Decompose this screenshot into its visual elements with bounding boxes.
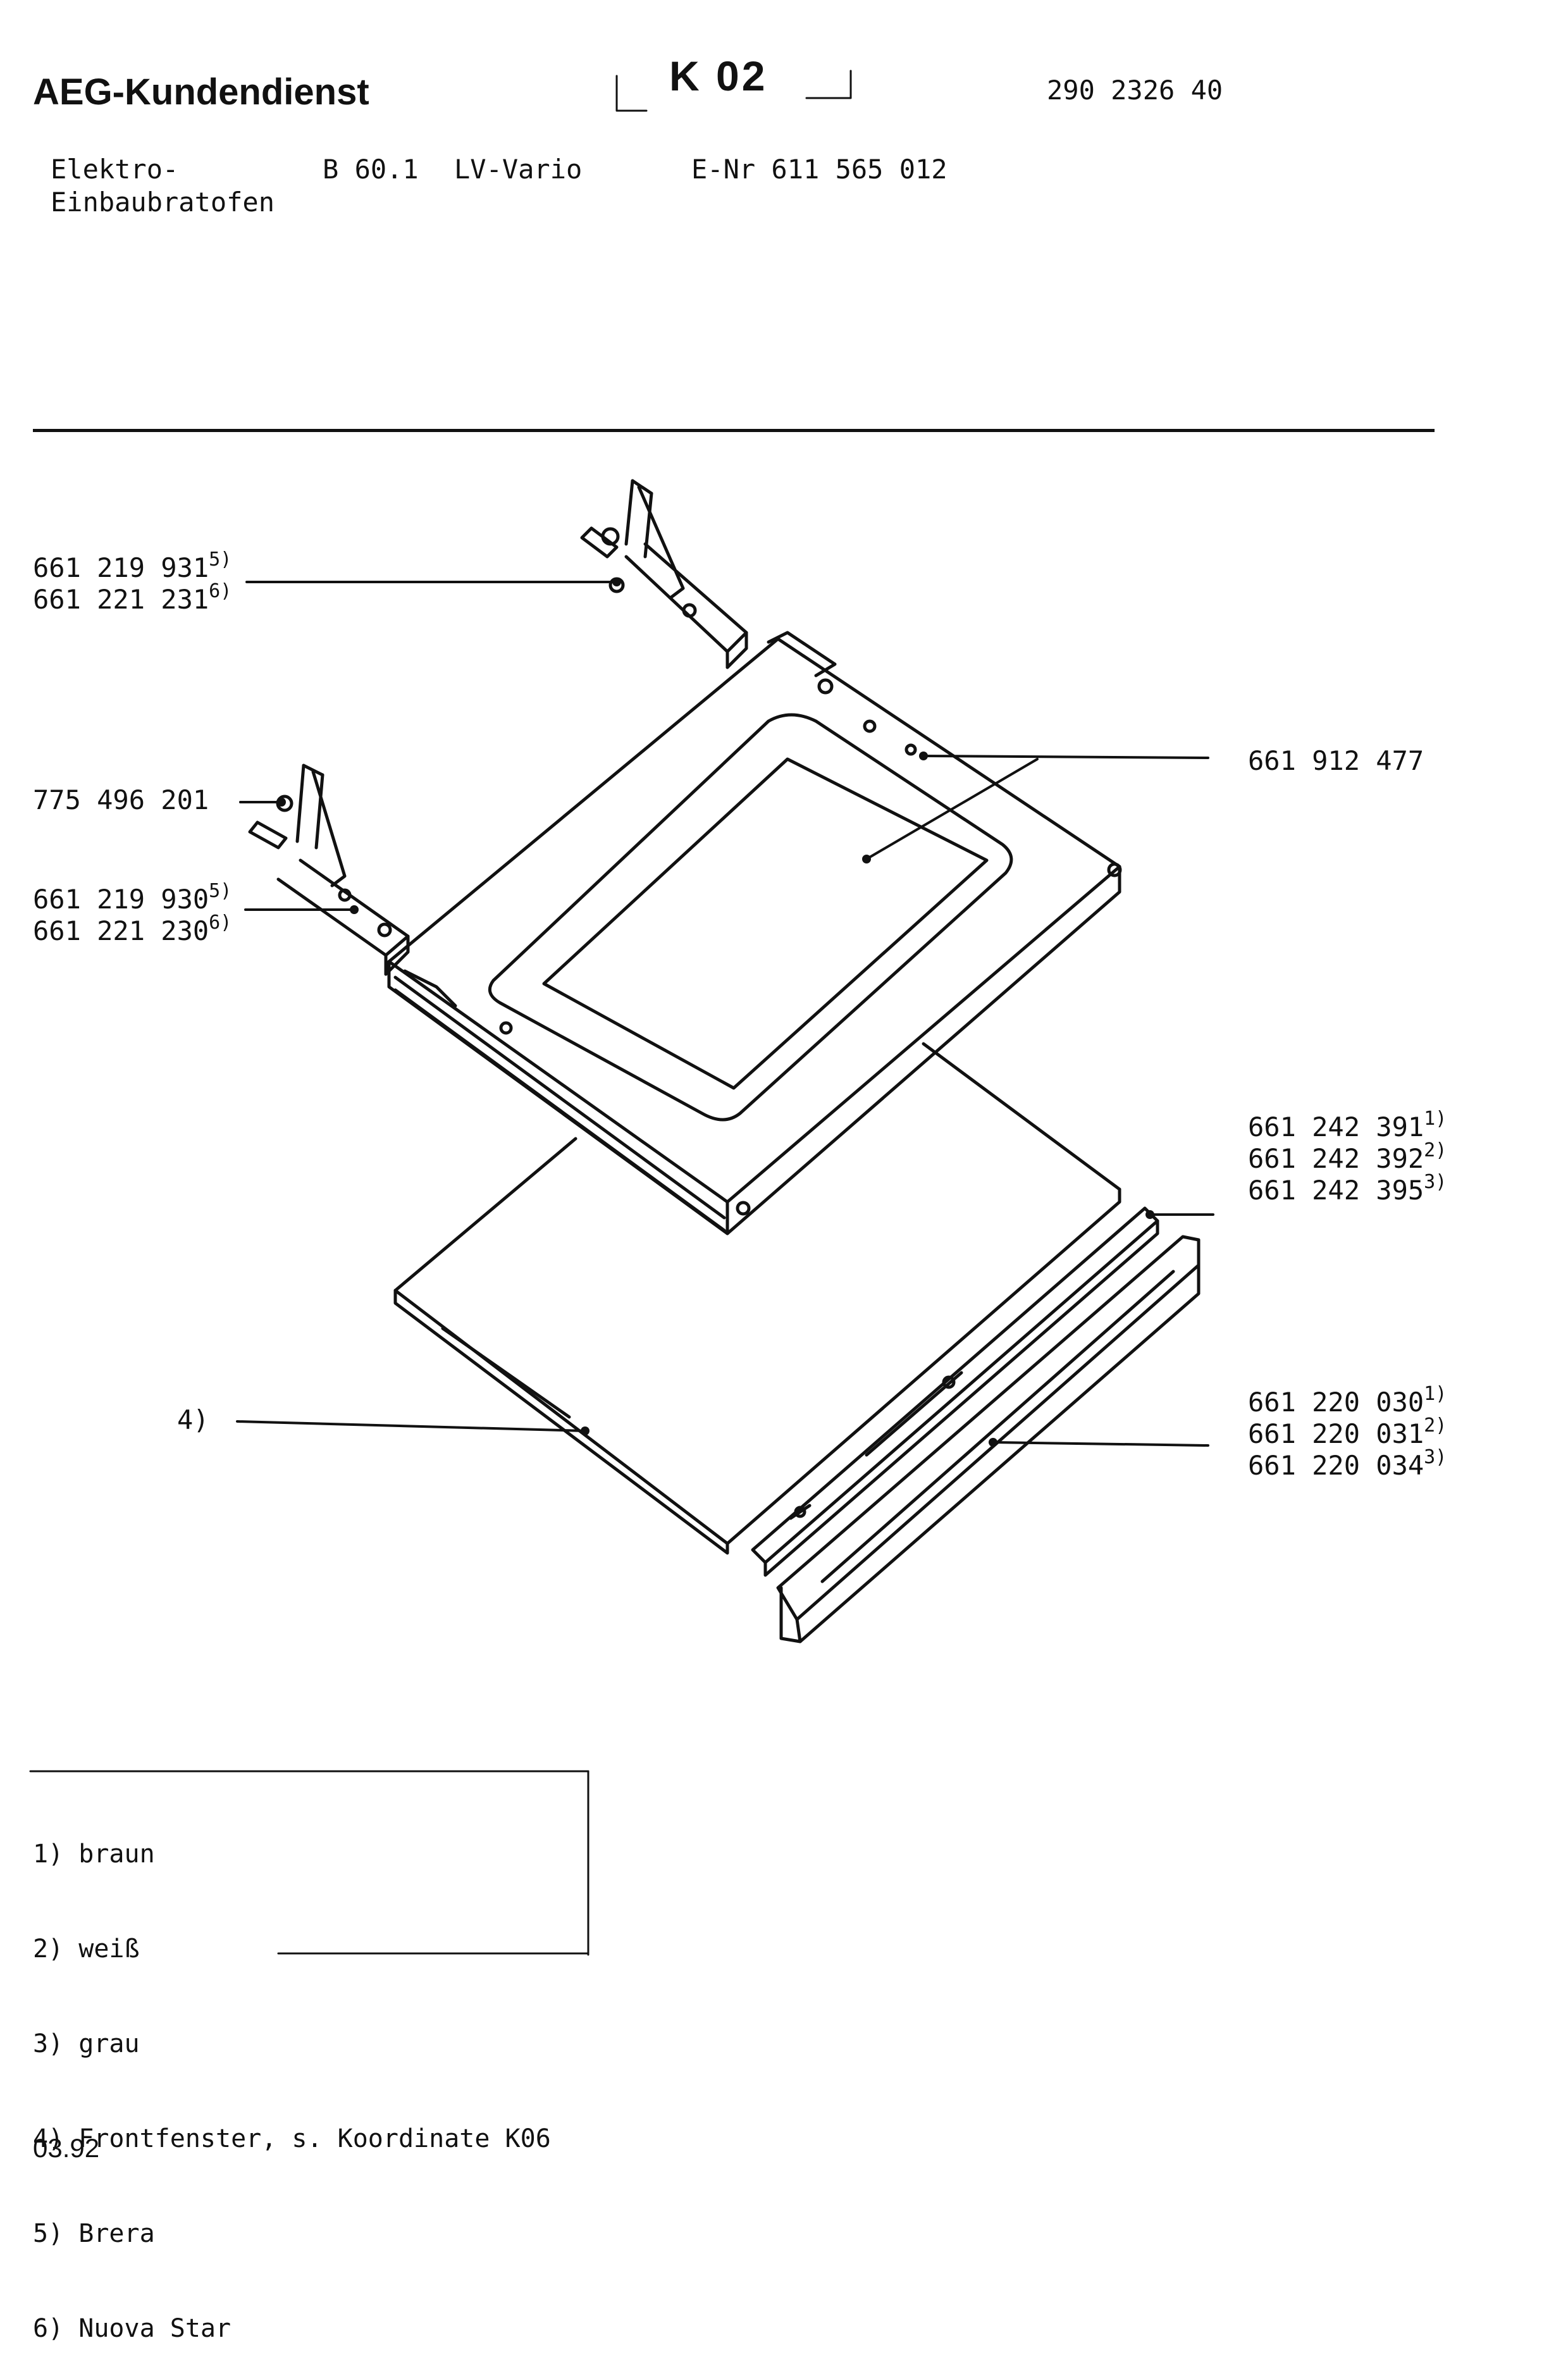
legend-item: 1) braun — [33, 1840, 155, 1869]
part-number-hinge-brera: 661 219 9315) — [33, 548, 232, 583]
legend-item: 2) weiß — [33, 1934, 140, 1964]
legend-item: 5) Brera — [33, 2219, 155, 2248]
part-number-trim-braun: 661 242 3911) — [1248, 1108, 1447, 1142]
legend-item: 3) grau — [33, 2029, 140, 2058]
door-panel — [387, 631, 1122, 1235]
product-type-line2: Einbaubratofen — [51, 187, 275, 218]
exploded-view-drawing — [29, 70, 1214, 1956]
legend: 1) braun 2) weiß 3) grau 4) Frontfenster… — [33, 1775, 551, 2376]
hinge-upper-drawing — [580, 479, 748, 669]
e-number: E-Nr 611 565 012 — [691, 154, 948, 185]
product-type-line1: Elektro- — [51, 154, 179, 185]
part-number-handle-grau: 661 220 0343) — [1248, 1446, 1447, 1481]
leader-lines — [236, 581, 1214, 1447]
hinge-lower-drawing — [248, 764, 410, 976]
part-number-trim-weiss: 661 242 3922) — [1248, 1139, 1447, 1174]
model-designation: B 60.1 — [323, 154, 419, 185]
revision-date: 03.92 — [33, 2133, 100, 2163]
document-number: 290 2326 40 — [1047, 75, 1223, 106]
part-number-hinge-lower-nuova-star: 661 221 2306) — [33, 912, 232, 946]
handle-bar-drawing — [776, 1235, 1201, 1643]
part-number-handle-braun: 661 220 0301) — [1248, 1383, 1447, 1418]
section-code-brackets — [615, 70, 852, 112]
model-variant: LV-Vario — [454, 154, 583, 185]
handle-trim-drawing — [751, 1206, 1159, 1577]
leader-dots — [277, 578, 1154, 1447]
section-code: K 02 — [669, 53, 768, 99]
legend-item: 6) Nuova Star — [33, 2314, 231, 2343]
part-number-screw: 775 496 201 — [33, 784, 209, 815]
legend-item: 4) Frontfenster, s. Koordinate K06 — [33, 2124, 551, 2153]
brand-title: AEG-Kundendienst — [33, 71, 369, 113]
part-number-hinge-lower-brera: 661 219 9305) — [33, 880, 232, 915]
part-number-hinge-nuova-star: 661 221 2316) — [33, 580, 232, 615]
callout-front-window: 4) — [177, 1404, 209, 1435]
part-number-trim-grau: 661 242 3953) — [1248, 1171, 1447, 1206]
legend-box-lines — [29, 1770, 590, 1956]
front-window-drawing — [393, 1042, 1121, 1555]
header-divider — [33, 429, 1435, 432]
part-number-door-frame: 661 912 477 — [1248, 745, 1424, 776]
part-number-handle-weiss: 661 220 0312) — [1248, 1414, 1447, 1449]
